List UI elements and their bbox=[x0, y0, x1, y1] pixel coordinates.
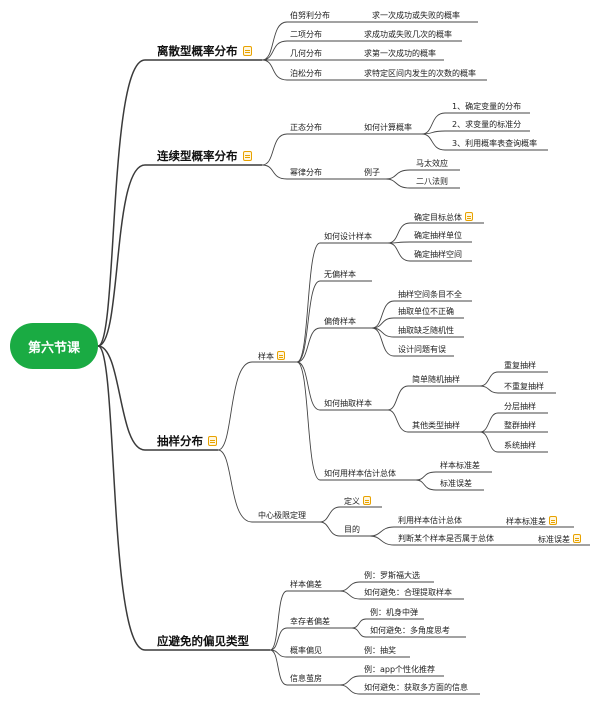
node-purpose-a[interactable]: 利用样本估计总体 bbox=[398, 516, 462, 525]
note-icon[interactable] bbox=[363, 496, 371, 505]
node-normal[interactable]: 正态分布 bbox=[290, 123, 322, 132]
node-how-calc[interactable]: 如何计算概率 bbox=[364, 123, 412, 132]
node-dist-name[interactable]: 几何分布 bbox=[290, 49, 322, 58]
node-example[interactable]: 例子 bbox=[364, 168, 380, 177]
node-purpose-b-tail[interactable]: 标准误差 bbox=[538, 534, 581, 545]
level2-branches bbox=[217, 21, 590, 695]
node-purpose-a-tail[interactable]: 样本标准差 bbox=[506, 516, 557, 527]
node-design-item-label: 确定目标总体 bbox=[414, 213, 462, 222]
node-design-item[interactable]: 确定抽样单位 bbox=[414, 231, 462, 240]
node-simple-random[interactable]: 简单随机抽样 bbox=[412, 375, 460, 384]
node-dist-desc[interactable]: 求第一次成功的概率 bbox=[364, 49, 436, 58]
node-biased-item[interactable]: 设计问题有误 bbox=[398, 345, 446, 354]
node-dist-desc[interactable]: 求成功或失败几次的概率 bbox=[364, 30, 452, 39]
node-design-item[interactable]: 确定目标总体 bbox=[414, 212, 473, 223]
node-bias-example[interactable]: 例：app个性化推荐 bbox=[364, 665, 436, 674]
node-clt-definition[interactable]: 定义 bbox=[344, 496, 371, 507]
node-step[interactable]: 2、求变量的标准分 bbox=[452, 120, 522, 129]
node-other-types[interactable]: 其他类型抽样 bbox=[412, 421, 460, 430]
node-example-item[interactable]: 二八法则 bbox=[416, 177, 448, 186]
node-biased-item[interactable]: 抽取单位不正确 bbox=[398, 307, 454, 316]
node-bias-type[interactable]: 概率偏见 bbox=[290, 646, 322, 655]
node-estimate-item[interactable]: 标准误差 bbox=[440, 479, 472, 488]
node-step[interactable]: 1、确定变量的分布 bbox=[452, 102, 522, 111]
note-icon[interactable] bbox=[277, 351, 285, 360]
node-sample-label: 样本 bbox=[258, 352, 274, 361]
note-icon[interactable] bbox=[549, 516, 557, 525]
node-power-law[interactable]: 幂律分布 bbox=[290, 168, 322, 177]
node-bias-example[interactable]: 例：机身中弹 bbox=[370, 608, 418, 617]
node-how-draw[interactable]: 如何抽取样本 bbox=[324, 399, 372, 408]
node-bias-avoid[interactable]: 如何避免：多角度思考 bbox=[370, 626, 450, 635]
node-dist-name[interactable]: 泊松分布 bbox=[290, 69, 322, 78]
topic-sampling-label: 抽样分布 bbox=[157, 434, 203, 448]
topic-discrete[interactable]: 离散型概率分布 bbox=[157, 44, 252, 58]
node-estimate[interactable]: 如何用样本估计总体 bbox=[324, 469, 396, 478]
node-bias-avoid[interactable]: 如何避免：合理提取样本 bbox=[364, 588, 452, 597]
node-bias-example[interactable]: 例：抽奖 bbox=[364, 646, 396, 655]
node-biased-item[interactable]: 抽取缺乏随机性 bbox=[398, 326, 454, 335]
node-other-item[interactable]: 分层抽样 bbox=[504, 402, 536, 411]
node-bias-type[interactable]: 信息茧房 bbox=[290, 674, 322, 683]
node-purpose-b[interactable]: 判断某个样本是否属于总体 bbox=[398, 534, 494, 543]
topic-bias-label: 应避免的偏见类型 bbox=[157, 634, 249, 648]
node-design[interactable]: 如何设计样本 bbox=[324, 232, 372, 241]
topic-discrete-label: 离散型概率分布 bbox=[157, 44, 238, 58]
node-bias-type[interactable]: 样本偏差 bbox=[290, 580, 322, 589]
node-estimate-item[interactable]: 样本标准差 bbox=[440, 461, 480, 470]
node-example-item[interactable]: 马太效应 bbox=[416, 159, 448, 168]
note-icon[interactable] bbox=[242, 46, 252, 56]
node-dist-name[interactable]: 二项分布 bbox=[290, 30, 322, 39]
node-other-item[interactable]: 整群抽样 bbox=[504, 421, 536, 430]
root-label: 第六节课 bbox=[27, 340, 80, 356]
node-simple-item[interactable]: 不重复抽样 bbox=[504, 382, 544, 391]
node-other-item[interactable]: 系统抽样 bbox=[504, 441, 536, 450]
node-clt-purpose[interactable]: 目的 bbox=[344, 525, 360, 534]
node-design-item[interactable]: 确定抽样空间 bbox=[414, 250, 462, 259]
node-sample[interactable]: 样本 bbox=[258, 351, 285, 362]
level1-branches bbox=[97, 59, 146, 651]
node-bias-avoid[interactable]: 如何避免：获取多方面的信息 bbox=[364, 683, 468, 692]
topic-continuous[interactable]: 连续型概率分布 bbox=[157, 149, 252, 163]
note-icon[interactable] bbox=[465, 212, 473, 221]
node-step[interactable]: 3、利用概率表查询概率 bbox=[452, 139, 538, 148]
node-biased[interactable]: 偏倚样本 bbox=[324, 317, 356, 326]
topic-bias[interactable]: 应避免的偏见类型 bbox=[157, 634, 249, 648]
node-simple-item[interactable]: 重复抽样 bbox=[504, 361, 536, 370]
note-icon[interactable] bbox=[242, 151, 252, 161]
node-dist-desc[interactable]: 求一次成功或失败的概率 bbox=[372, 11, 460, 20]
node-dist-name[interactable]: 伯努利分布 bbox=[290, 11, 330, 20]
topic-sampling[interactable]: 抽样分布 bbox=[157, 434, 217, 448]
node-bias-type[interactable]: 幸存者偏差 bbox=[290, 617, 330, 626]
node-purpose-b-tail-label: 标准误差 bbox=[538, 535, 570, 544]
node-dist-desc[interactable]: 求特定区间内发生的次数的概率 bbox=[364, 69, 476, 78]
node-clt[interactable]: 中心极限定理 bbox=[258, 511, 306, 520]
node-biased-item[interactable]: 抽样空间条目不全 bbox=[398, 290, 462, 299]
topic-continuous-label: 连续型概率分布 bbox=[157, 149, 238, 163]
root-node[interactable]: 第六节课 bbox=[10, 323, 98, 369]
node-clt-definition-label: 定义 bbox=[344, 497, 360, 506]
node-purpose-a-tail-label: 样本标准差 bbox=[506, 517, 546, 526]
node-bias-example[interactable]: 例：罗斯福大选 bbox=[364, 571, 420, 580]
level1-underlines bbox=[145, 59, 270, 651]
node-unbiased[interactable]: 无偏样本 bbox=[324, 270, 356, 279]
note-icon[interactable] bbox=[573, 534, 581, 543]
note-icon[interactable] bbox=[208, 436, 217, 446]
